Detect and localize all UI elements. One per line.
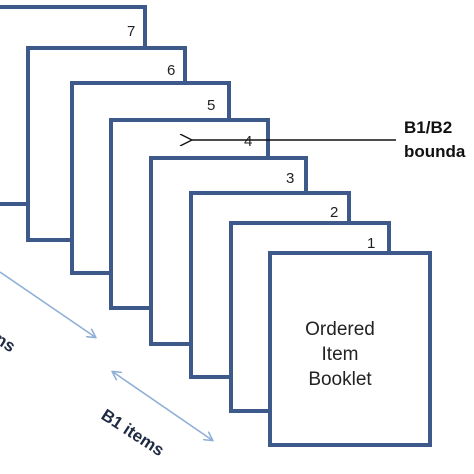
page-number-1: 1: [367, 235, 375, 252]
page-number-3: 3: [286, 170, 294, 187]
front-card-line-1: Ordered: [305, 319, 375, 340]
b1-range-arrow: [113, 372, 212, 440]
front-card: Ordered Item Booklet: [268, 251, 432, 447]
page-number-2: 2: [330, 204, 338, 221]
page-number-7: 7: [127, 23, 135, 40]
page-number-4: 4: [244, 133, 252, 150]
b2-items-label: ns: [0, 329, 19, 356]
page-number-5: 5: [207, 97, 215, 114]
page-number-6: 6: [167, 62, 175, 79]
front-card-line-2: Item: [322, 344, 359, 365]
b1-items-label: B1 items: [98, 405, 168, 460]
front-card-line-3: Booklet: [308, 369, 372, 390]
b2-range-arrow: [0, 271, 95, 337]
boundary-label-line-2: bounda: [404, 142, 466, 161]
boundary-label-line-1: B1/B2: [404, 118, 452, 137]
